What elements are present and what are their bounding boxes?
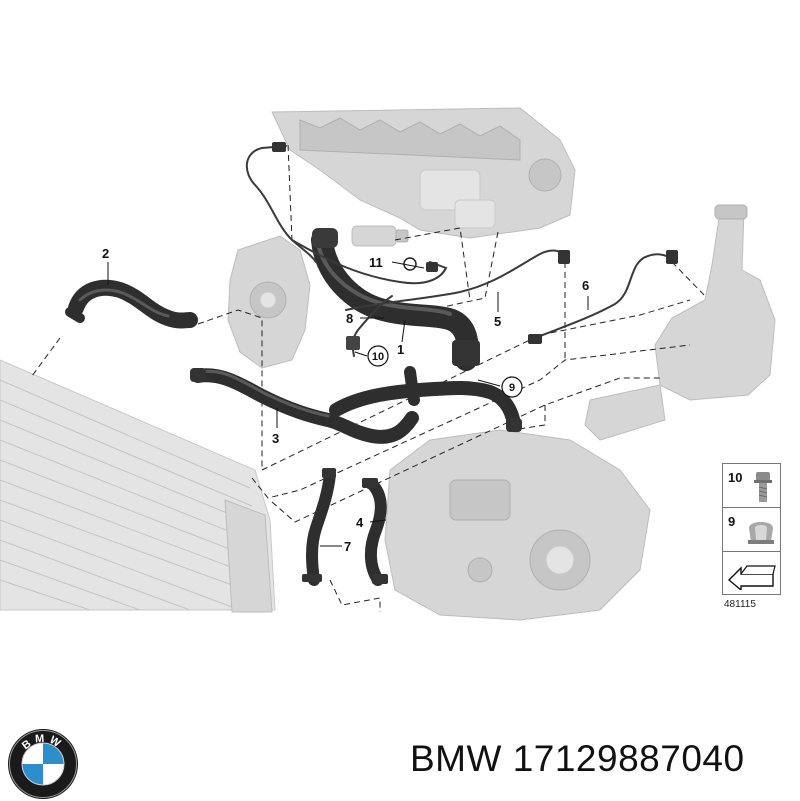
callout-1: 1 [397, 342, 404, 357]
ghost-expansion-tank [584, 204, 776, 441]
ghost-transmission [384, 429, 651, 621]
assembly-dash-lines [31, 144, 706, 612]
ghost-engine-top [271, 107, 576, 239]
hose-part-7 [302, 468, 336, 586]
legend-box: 10 9 [722, 463, 781, 595]
direction-arrow-icon [727, 565, 776, 590]
callout-4: 4 [356, 515, 364, 530]
legend-item-10: 10 [723, 464, 780, 508]
callout-5: 5 [494, 314, 501, 329]
hose-part-8 [346, 295, 393, 357]
bmw-logo: BMW [8, 729, 78, 799]
callouts: 1 2 3 4 5 6 7 8 11 10 9 [102, 246, 589, 554]
callout-8: 8 [346, 311, 353, 326]
hose-part-4 [362, 478, 388, 586]
callout-9-ring [501, 376, 523, 398]
legend-item-9: 9 [723, 508, 780, 552]
callout-9: 9 [509, 382, 515, 394]
brand-part-number: BMW 17129887040 [410, 738, 745, 779]
bolt-icon [754, 472, 772, 502]
callout-11: 11 [369, 255, 383, 270]
ghost-sensor [351, 225, 409, 247]
hose-part-1 [311, 228, 480, 371]
callout-2: 2 [102, 246, 109, 261]
callout-3: 3 [272, 431, 279, 446]
hose-part-6 [528, 250, 678, 344]
diagram-code: 481115 [724, 599, 756, 610]
hose-part-11 [246, 142, 448, 285]
callout-10-ring [367, 345, 389, 367]
ghost-turbo [227, 235, 311, 369]
callout-7: 7 [344, 539, 351, 554]
hose-part-2 [65, 279, 198, 329]
callout-10: 10 [372, 351, 384, 363]
legend-item-10-number: 10 [728, 470, 743, 485]
clip-holder-icon [748, 522, 774, 544]
callout-6: 6 [582, 278, 589, 293]
clip-ring-icon [403, 257, 417, 271]
legend-arrow-cell [723, 552, 780, 595]
hose-part-3 [190, 366, 522, 444]
legend-item-9-number: 9 [728, 514, 736, 529]
leader-lines [107, 261, 589, 547]
hose-part-5 [345, 249, 570, 311]
ghost-radiator [0, 359, 276, 613]
